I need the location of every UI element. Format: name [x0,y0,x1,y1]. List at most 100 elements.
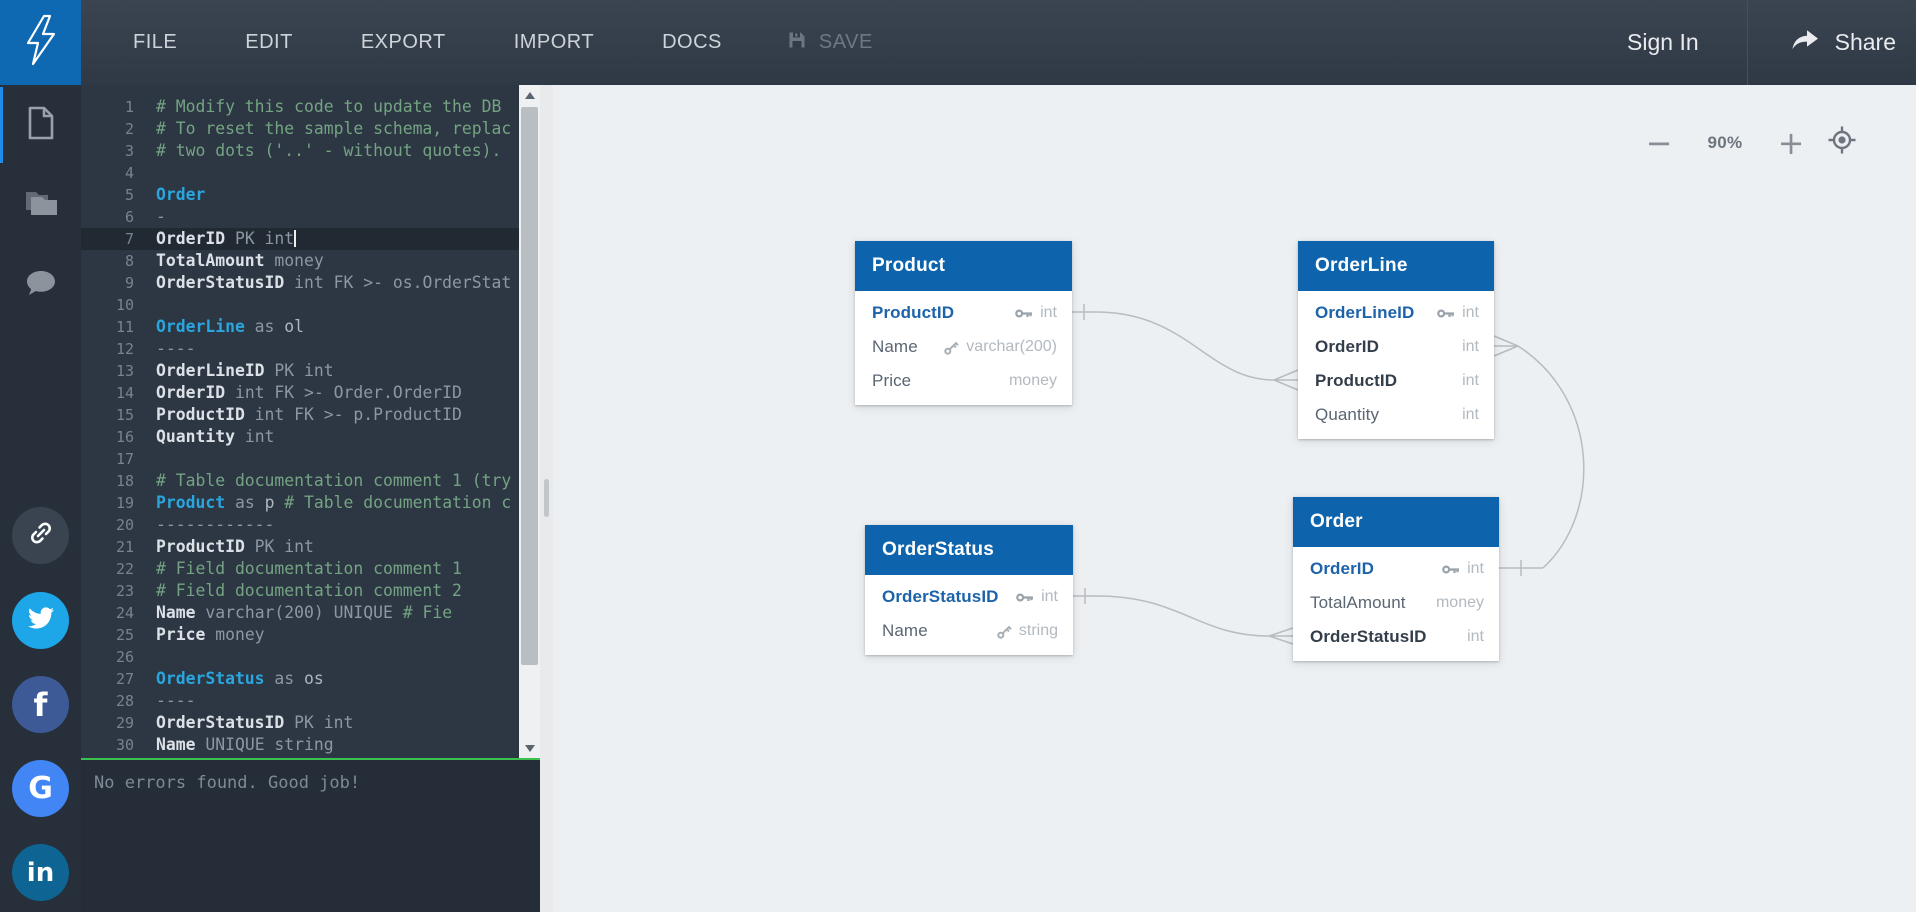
text-cursor [294,230,297,247]
line-number: 11 [115,318,134,336]
sidebar-item-facebook[interactable]: f [12,676,69,733]
link-icon [26,518,56,553]
save-button[interactable]: SAVE [788,31,873,55]
table-header-product[interactable]: Product [855,241,1072,291]
field-name: Price [872,371,912,390]
status-bar: No errors found. Good job! [81,758,540,912]
code-line-20: 20------------ [81,514,519,536]
scroll-up-arrow[interactable] [519,86,540,104]
code-line-4: 4 [81,162,519,184]
field-type: int [1462,372,1479,389]
twitter-icon [26,605,56,636]
topbar-right: Sign In Share [1579,0,1916,85]
chat-bubble-icon [25,268,57,303]
unique-key-icon [997,624,1012,639]
line-number: 23 [115,582,134,600]
editor-scrollbar[interactable] [519,85,540,758]
field-type: money [1008,372,1057,389]
code-line-23: 23# Field documentation comment 2 [81,580,519,602]
menu-item-export[interactable]: EXPORT [360,31,446,53]
line-number: 14 [115,384,134,402]
table-header-orderline[interactable]: OrderLine [1298,241,1494,291]
line-number: 29 [115,714,134,732]
linkedin-icon: in [26,857,55,888]
line-number: 19 [115,494,134,512]
field-type: money [1435,594,1484,611]
topbar-divider [1746,0,1748,85]
zoom-level: 90% [1707,132,1743,152]
zoom-in-button[interactable]: + [1777,123,1805,162]
menu-item-file[interactable]: FILE [133,31,178,53]
primary-key-icon [1015,307,1033,320]
field-type: int [1041,588,1058,605]
table-header-orderstatus[interactable]: OrderStatus [865,525,1073,575]
panel-resizer[interactable] [540,85,553,912]
line-number: 17 [115,450,134,468]
line-number: 21 [115,538,134,556]
sidebar-item-folders[interactable] [0,165,81,245]
field-name: OrderStatusID [1310,627,1427,646]
primary-key-icon [1442,563,1460,576]
line-number: 27 [115,670,134,688]
line-number: 3 [124,142,134,160]
primary-key-icon [1437,307,1455,320]
line-number: 24 [115,604,134,622]
code-line-2: 2# To reset the sample schema, replac [81,118,519,140]
sidebar-item-twitter[interactable] [12,592,69,649]
line-number: 15 [115,406,134,424]
field-order-totalamount: TotalAmount money [1293,586,1499,620]
menu-item-import[interactable]: IMPORT [513,31,595,53]
scroll-down-arrow[interactable] [519,739,540,757]
field-name: TotalAmount [1310,593,1406,612]
line-number: 22 [115,560,134,578]
share-button[interactable]: Share [1748,29,1916,56]
lightning-bolt-icon [19,13,63,72]
menu-item-docs[interactable]: DOCS [662,31,722,53]
scrollbar-thumb[interactable] [521,107,538,665]
field-name: OrderID [1310,559,1374,578]
app-logo[interactable] [0,0,81,85]
sidebar-item-chat[interactable] [0,245,81,325]
sidebar-item-linkedin[interactable]: in [12,844,69,901]
field-type: string [1018,622,1058,639]
sidebar-item-share-link[interactable] [12,507,69,564]
menu-item-edit[interactable]: EDIT [245,31,293,53]
table-header-order[interactable]: Order [1293,497,1499,547]
folder-icon [24,189,58,222]
recenter-button[interactable] [1814,125,1870,160]
code-line-12: 12---- [81,338,519,360]
line-number: 30 [115,736,134,754]
line-number: 16 [115,428,134,446]
status-message: No errors found. Good job! [94,773,361,793]
floppy-disk-icon [788,31,806,55]
sidebar-item-google[interactable]: G [12,760,69,817]
field-name: Name [872,337,918,356]
sign-in-button[interactable]: Sign In [1627,29,1699,55]
zoom-out-button[interactable]: − [1645,123,1673,162]
code-line-1: 1# Modify this code to update the DB [81,96,519,118]
line-number: 10 [115,296,134,314]
sidebar-item-document[interactable] [0,85,81,165]
